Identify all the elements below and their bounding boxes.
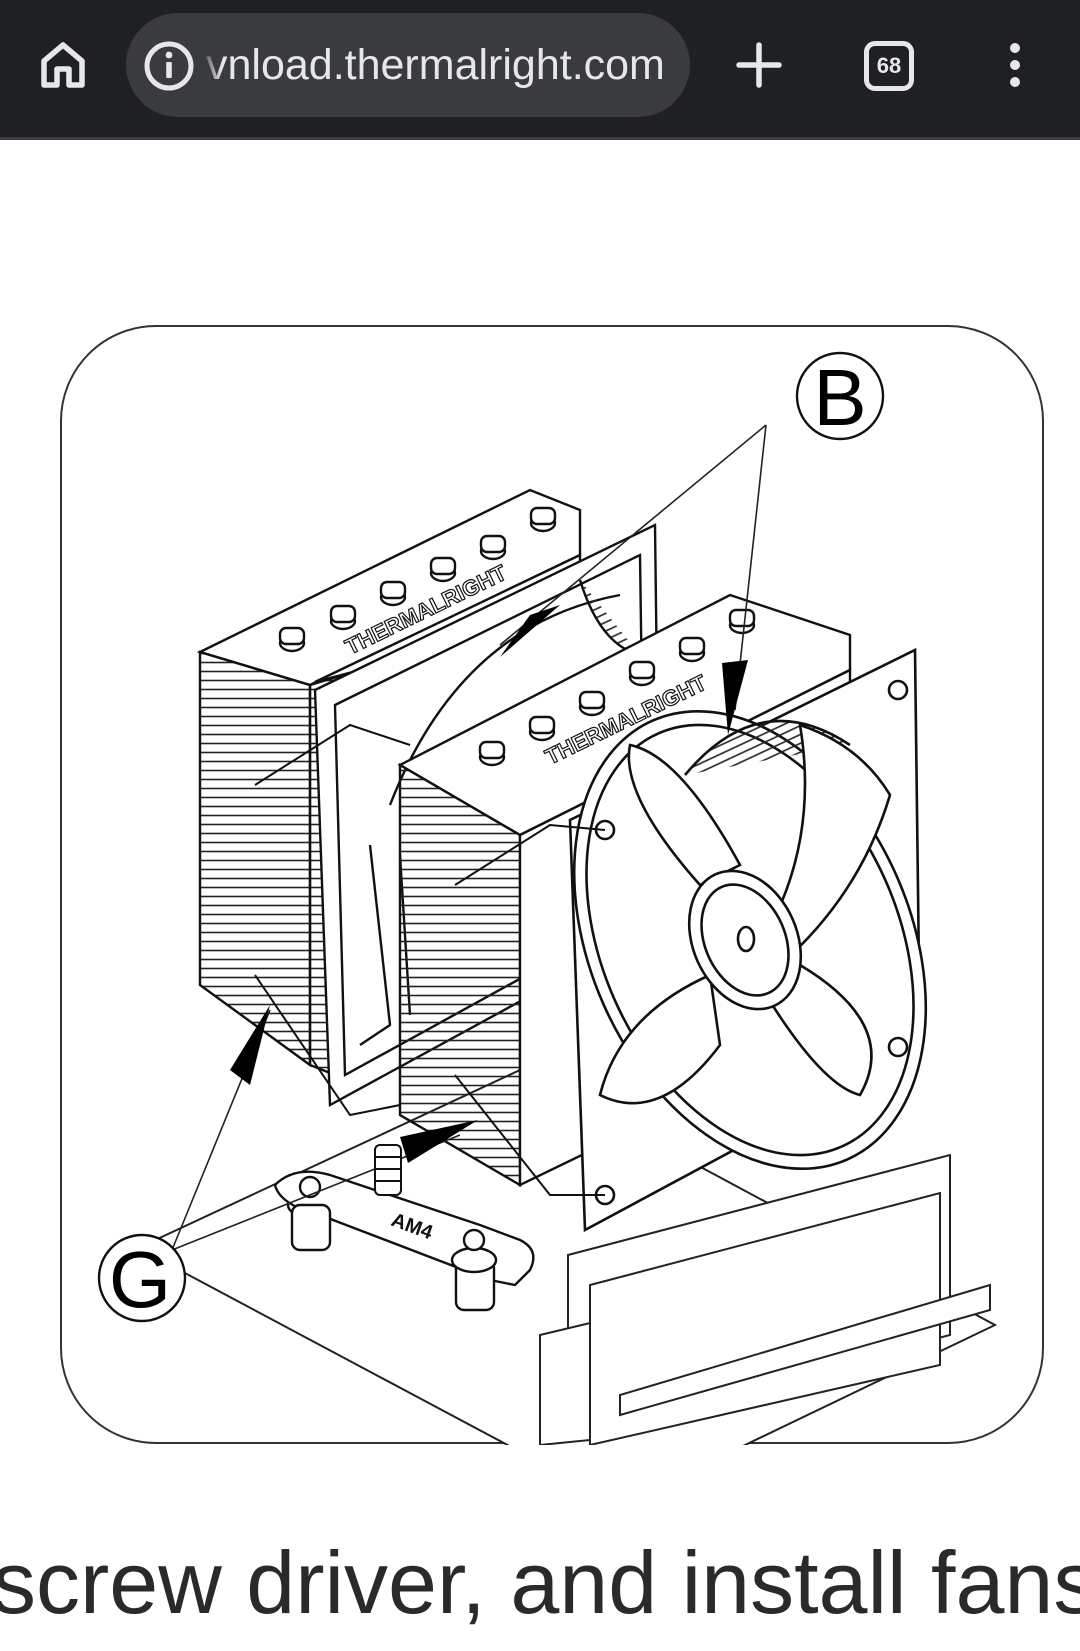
- tab-count: 68: [876, 53, 902, 78]
- label-b: B: [813, 353, 866, 442]
- site-info-button[interactable]: [142, 39, 196, 93]
- instruction-caption: screw driver, and install fans: [0, 1533, 1080, 1632]
- screw: [374, 1144, 402, 1196]
- label-g: G: [109, 1235, 171, 1324]
- address-bar[interactable]: vnload.thermalright.com: [126, 13, 690, 117]
- mounting-bracket: AM4: [273, 1170, 535, 1312]
- url-text[interactable]: vnload.thermalright.com: [206, 41, 665, 89]
- home-button[interactable]: [34, 36, 92, 94]
- new-tab-button[interactable]: [730, 36, 788, 94]
- info-icon: [144, 41, 194, 91]
- fan-clips: [254, 723, 606, 1196]
- tab-switcher-button[interactable]: 68: [864, 41, 914, 91]
- more-vert-icon: [1010, 43, 1020, 87]
- cooler-illustration: AM4 THERMALRIGHT: [60, 325, 1044, 1507]
- callout-b: B: [499, 351, 885, 735]
- front-fan: [568, 647, 928, 1233]
- callout-g: G: [97, 1005, 478, 1324]
- browser-toolbar: vnload.thermalright.com 68: [0, 0, 1080, 140]
- ram-slots: [539, 1153, 991, 1447]
- home-icon: [41, 42, 85, 88]
- more-menu-button[interactable]: [990, 36, 1040, 94]
- plus-icon: [736, 42, 782, 88]
- installation-diagram: AM4 THERMALRIGHT: [60, 325, 1045, 1507]
- url-fade: [200, 13, 222, 117]
